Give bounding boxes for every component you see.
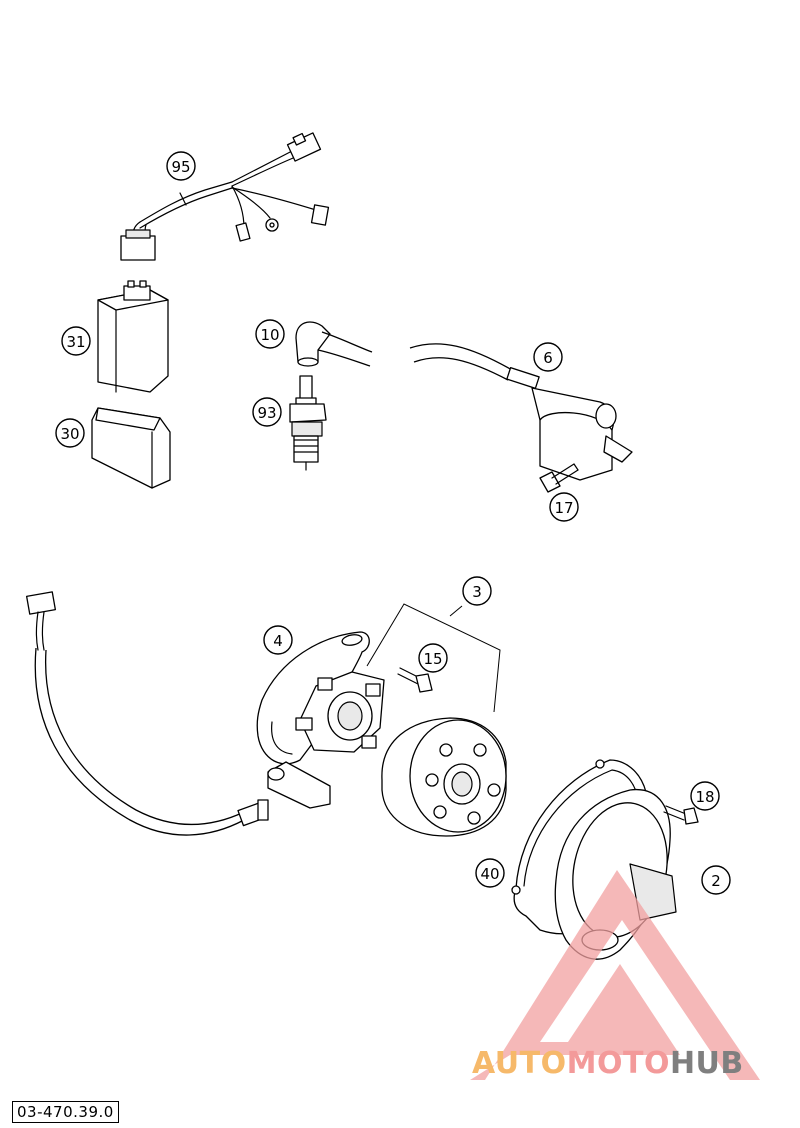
coil-screw-part[interactable] <box>539 463 579 493</box>
callout-label: 6 <box>543 349 553 367</box>
callout-label: 2 <box>711 872 721 890</box>
cover-screw-part[interactable] <box>663 805 699 825</box>
watermark-text-hub: HUB <box>669 1046 744 1081</box>
drawing-number-label: 03-470.39.0 <box>12 1101 119 1123</box>
wiring-harness-part[interactable] <box>120 132 330 261</box>
callout-2: 2 <box>701 865 731 895</box>
callout-label: 15 <box>423 650 442 668</box>
callout-circle <box>263 625 293 655</box>
rotor-part[interactable] <box>381 717 507 837</box>
callout-4: 4 <box>263 625 293 655</box>
callout-circle <box>462 576 492 606</box>
callout-circle <box>690 781 720 811</box>
rotor-bolt-part[interactable] <box>397 667 433 693</box>
callout-circle <box>166 151 196 181</box>
callout-circle <box>533 342 563 372</box>
watermark-text: AUTOMOTOHUB <box>472 1046 744 1082</box>
callout-label: 93 <box>257 404 276 422</box>
callout-label: 17 <box>554 499 573 517</box>
callout-40: 40 <box>475 858 505 888</box>
callout-31: 31 <box>61 326 91 356</box>
callout-circle <box>701 865 731 895</box>
spark-plug-part[interactable] <box>289 375 327 471</box>
callout-18: 18 <box>690 781 720 811</box>
automotohub-watermark-logo <box>470 870 760 1080</box>
callout-label: 40 <box>480 865 499 883</box>
watermark-text-moto: MOTO <box>566 1046 670 1081</box>
cdi-unit-part[interactable] <box>97 280 169 393</box>
callout-6: 6 <box>533 342 563 372</box>
callout-circle <box>252 397 282 427</box>
callout-label: 95 <box>171 158 190 176</box>
watermark-text-auto: AUTO <box>472 1046 567 1081</box>
ignition-coil-part[interactable] <box>506 367 633 481</box>
callout-label: 4 <box>273 632 283 650</box>
callout-30: 30 <box>55 418 85 448</box>
rotor-bracket-leader <box>366 603 501 713</box>
spark-plug-cap-part[interactable] <box>295 321 373 367</box>
callout-95: 95 <box>166 151 196 181</box>
callout-circle <box>61 326 91 356</box>
callout-93: 93 <box>252 397 282 427</box>
callout-circle <box>549 492 579 522</box>
callout-10: 10 <box>255 319 285 349</box>
callout-label: 31 <box>66 333 85 351</box>
cdi-holder-part[interactable] <box>91 407 171 489</box>
callout-17: 17 <box>549 492 579 522</box>
callout-label: 3 <box>472 583 482 601</box>
watermark-triangle-icon <box>470 870 760 1080</box>
callout-label: 30 <box>60 425 79 443</box>
stator-part[interactable] <box>25 591 385 836</box>
callout-label: 18 <box>695 788 714 806</box>
callout-circle <box>475 858 505 888</box>
callout-group: 95 31 30 10 93 6 17 3 4 15 18 40 2 <box>55 151 731 895</box>
callout-circle <box>55 418 85 448</box>
callout-3: 3 <box>462 576 492 606</box>
callout-circle <box>418 643 448 673</box>
callout-15: 15 <box>418 643 448 673</box>
ignition-lead-part[interactable] <box>409 343 513 381</box>
callout-circle <box>255 319 285 349</box>
callout-label: 10 <box>260 326 279 344</box>
